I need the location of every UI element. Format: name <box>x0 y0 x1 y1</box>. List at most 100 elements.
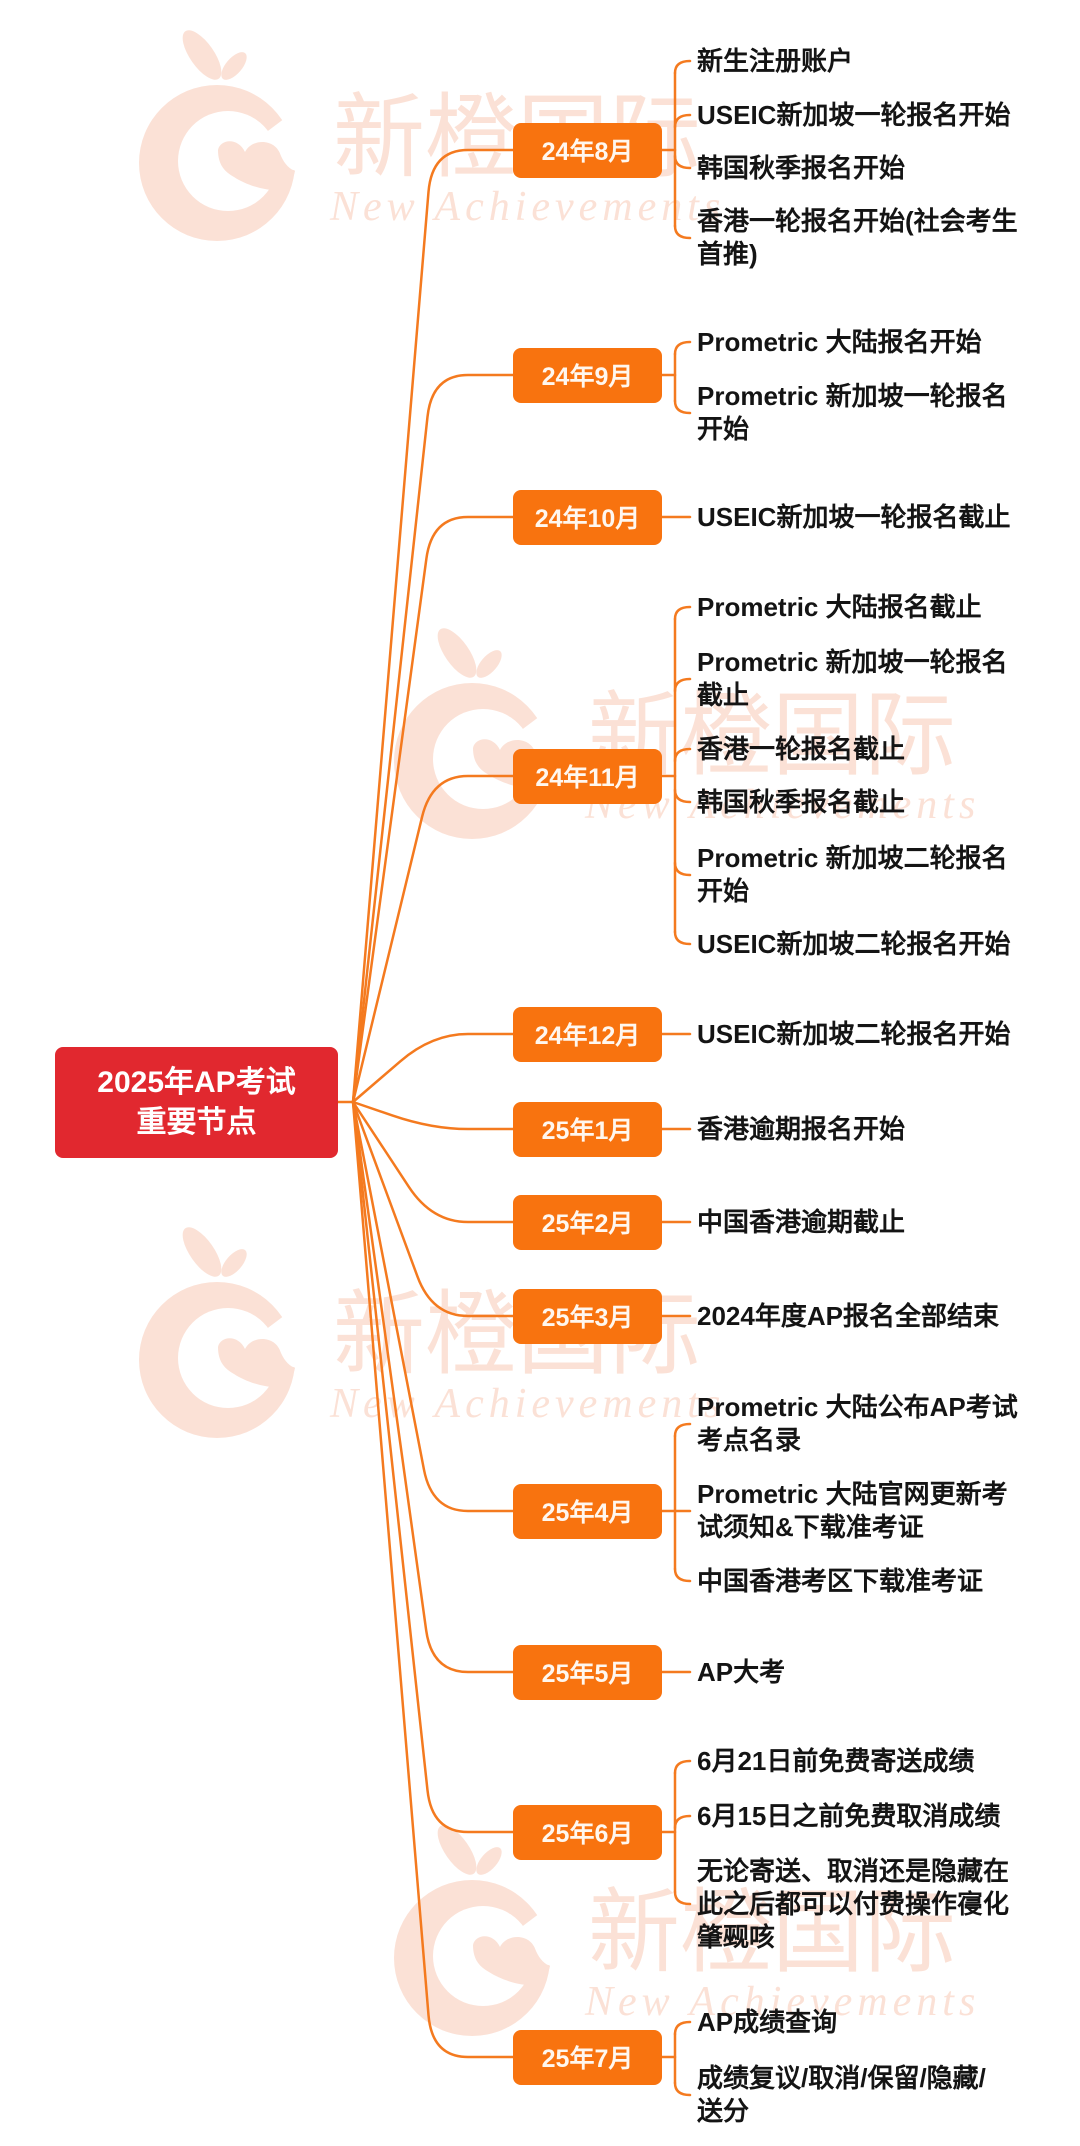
event-item: 成绩复议/取消/保留/隐藏/送分 <box>697 2062 986 2128</box>
event-item-text: 送分 <box>697 2096 750 2126</box>
event-item-text: Prometric 大陆报名截止 <box>697 591 982 622</box>
month-topic: 25年4月 <box>513 1483 662 1539</box>
event-item-text: Prometric 新加坡一轮报名 <box>697 381 1008 411</box>
root-title-line: 重要节点 <box>136 1105 257 1139</box>
event-item-text: 2024年度AP报名全部结束 <box>697 1300 999 1331</box>
event-item: Prometric 新加坡一轮报名截止 <box>697 646 1008 712</box>
event-item: Prometric 大陆报名开始 <box>697 326 982 359</box>
branch-connector <box>351 373 515 1104</box>
month-topic: 25年7月 <box>513 2029 662 2085</box>
event-item-text: AP大考 <box>697 1656 786 1687</box>
event-item: AP大考 <box>697 1656 785 1689</box>
branch-connector <box>351 1032 515 1104</box>
event-item-text: 6月15日之前免费取消成绩 <box>697 1800 1001 1831</box>
event-item-text: Prometric 新加坡二轮报名 <box>697 843 1008 873</box>
bracket-hook <box>673 747 692 763</box>
bracket-hook <box>673 1759 692 1775</box>
event-item-text: 中国香港逾期截止 <box>697 1206 906 1237</box>
branch-connector <box>351 148 515 1104</box>
event-item: 新生注册账户 <box>697 45 853 78</box>
event-item-text: 试须知&下载准考证 <box>697 1512 924 1542</box>
bracket-hook <box>673 340 692 356</box>
event-item: 韩国秋季报名截止 <box>697 786 905 819</box>
bracket-hook <box>673 399 692 415</box>
event-item: 6月15日之前免费取消成绩 <box>697 1800 1000 1833</box>
event-item: Prometric 大陆官网更新考试须知&下载准考证 <box>697 1478 1008 1544</box>
event-item-text: AP成绩查询 <box>697 2006 838 2037</box>
event-item-text: Prometric 新加坡一轮报名 <box>697 647 1008 677</box>
event-item: 香港一轮报名截止 <box>697 733 905 766</box>
bracket-hook <box>673 677 692 693</box>
event-item-text: Prometric 大陆官网更新考 <box>697 1479 1008 1509</box>
branch-connector <box>351 1100 515 1834</box>
month-topic: 24年9月 <box>513 347 662 403</box>
event-item-text: 韩国秋季报名截止 <box>697 786 906 817</box>
event-item: 香港一轮报名开始(社会考生首推) <box>697 205 1018 271</box>
event-item-text: 香港一轮报名截止 <box>697 733 906 764</box>
event-item-text: 首推) <box>697 239 758 269</box>
event-item-text: 开始 <box>697 876 750 906</box>
branch-connector <box>351 1100 515 1674</box>
event-item-text: 新生注册账户 <box>697 45 854 76</box>
bracket-hook <box>673 59 692 75</box>
event-item: 中国香港考区下载准考证 <box>697 1565 983 1598</box>
branch-connector <box>351 1100 515 1131</box>
watermark-brand-en: New Achievements <box>330 184 726 230</box>
event-item-text: 无论寄送、取消还是隐藏在 <box>697 1855 1010 1886</box>
root-title-line: 2025年AP考试 <box>97 1065 296 1099</box>
bracket-hook <box>673 605 692 621</box>
bracket-hook <box>673 224 692 240</box>
event-item: 2024年度AP报名全部结束 <box>697 1300 999 1333</box>
month-topic: 24年11月 <box>513 748 662 804</box>
bracket-hook <box>673 2020 692 2036</box>
orange-logo-icon <box>394 1825 550 2036</box>
branch-connector <box>351 1100 515 1318</box>
event-item: 韩国秋季报名开始 <box>697 152 905 185</box>
event-item: USEIC新加坡一轮报名开始 <box>697 99 1010 132</box>
branch-connector <box>351 1100 515 1513</box>
bracket-hook <box>673 154 692 170</box>
event-item: Prometric 大陆公布AP考试考点名录 <box>697 1391 1018 1457</box>
bracket-hook <box>673 1814 692 1830</box>
event-item: AP成绩查询 <box>697 2006 837 2039</box>
event-item-text: Prometric 大陆报名开始 <box>697 326 982 357</box>
event-item-text: 香港逾期报名开始 <box>697 1113 906 1144</box>
bracket-hook <box>673 1890 692 1906</box>
watermark-brand-en: New Achievements <box>585 1979 981 2025</box>
event-item-text: 6月21日前免费寄送成绩 <box>697 1745 975 1776</box>
orange-logo-icon <box>139 1227 295 1438</box>
event-item: Prometric 新加坡二轮报名开始 <box>697 842 1008 908</box>
branch-connector <box>351 1100 515 2059</box>
event-item-text: 此之后都可以付费操作寑化 <box>697 1888 1010 1919</box>
month-topic: 24年12月 <box>513 1006 662 1062</box>
bracket-hook <box>673 1422 692 1438</box>
event-item: Prometric 新加坡一轮报名开始 <box>697 380 1008 446</box>
month-topic: 25年2月 <box>513 1194 662 1250</box>
event-item-text: 中国香港考区下载准考证 <box>697 1565 984 1596</box>
event-item-text: USEIC新加坡一轮报名截止 <box>697 501 1011 532</box>
bracket-hook <box>673 930 692 946</box>
event-item-text: 开始 <box>697 414 750 444</box>
event-item-text: 考点名录 <box>697 1425 802 1455</box>
event-item: 6月21日前免费寄送成绩 <box>697 1745 974 1778</box>
bracket-hook <box>673 113 692 129</box>
event-item-text: USEIC新加坡二轮报名开始 <box>697 1018 1011 1049</box>
event-item: USEIC新加坡二轮报名开始 <box>697 1018 1010 1051</box>
watermark-brand-cn: 新橙国际 <box>588 1879 957 1986</box>
month-topic: 25年5月 <box>513 1644 662 1700</box>
event-item-text: USEIC新加坡二轮报名开始 <box>697 928 1011 959</box>
event-item: 香港逾期报名开始 <box>697 1113 905 1146</box>
event-item: USEIC新加坡一轮报名截止 <box>697 501 1010 534</box>
event-item-text: 成绩复议/取消/保留/隐藏/ <box>697 2063 986 2093</box>
month-topic: 25年3月 <box>513 1288 662 1344</box>
event-item: USEIC新加坡二轮报名开始 <box>697 928 1010 961</box>
month-topic: 24年8月 <box>513 122 662 178</box>
bracket-hook <box>673 1567 692 1583</box>
event-item: 中国香港逾期截止 <box>697 1206 905 1239</box>
month-topic: 25年6月 <box>513 1804 662 1860</box>
event-item-text: Prometric 大陆公布AP考试 <box>697 1392 1018 1422</box>
